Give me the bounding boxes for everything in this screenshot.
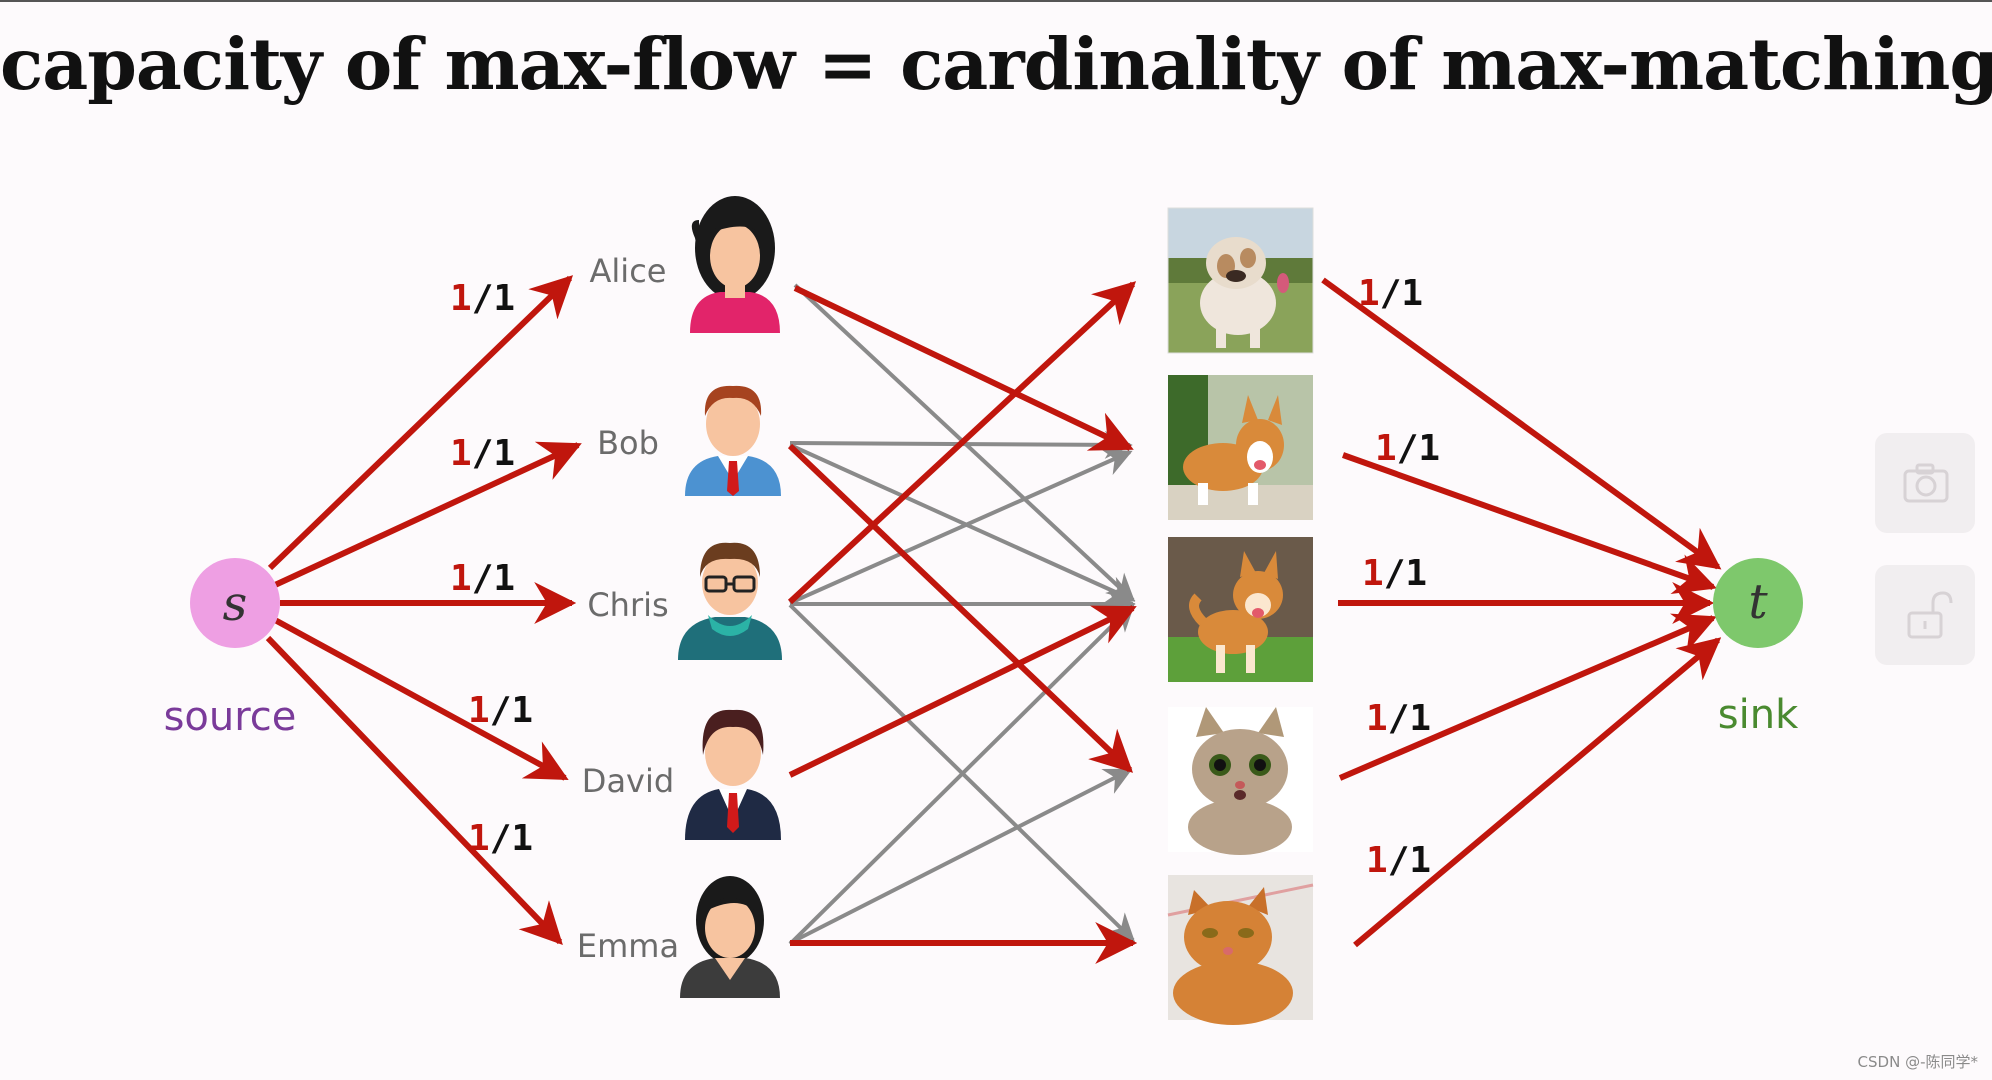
source-label: source bbox=[164, 694, 297, 740]
person-label-bob: Bob bbox=[597, 424, 659, 462]
flow-label-cat-t: 1/1 bbox=[1366, 698, 1431, 739]
flow-label-s-alice: 1/1 bbox=[450, 278, 515, 319]
edge-alice-corgi bbox=[795, 288, 1130, 448]
pet-photo-bulldog bbox=[1168, 208, 1313, 353]
edge-bob-shiba bbox=[790, 445, 1133, 600]
flow-label-s-emma: 1/1 bbox=[468, 818, 533, 859]
pet-photo-cat bbox=[1168, 707, 1313, 855]
edge-s-emma bbox=[268, 638, 560, 942]
pet-photo-shiba bbox=[1168, 537, 1313, 682]
pet-photo-orange-cat bbox=[1168, 875, 1313, 1025]
camera-icon bbox=[1875, 433, 1975, 533]
edge-s-alice bbox=[270, 278, 570, 568]
screenshot-button[interactable] bbox=[1875, 433, 1975, 533]
david-avatar-icon bbox=[685, 710, 781, 840]
person-label-david: David bbox=[582, 762, 674, 800]
source-symbol: s bbox=[223, 576, 248, 632]
bob-avatar-icon bbox=[685, 386, 781, 496]
flow-label-bulldog-t: 1/1 bbox=[1358, 273, 1423, 314]
person-label-chris: Chris bbox=[587, 586, 668, 624]
watermark-text: CSDN @-陈同学* bbox=[1858, 1051, 1978, 1072]
flow-label-s-bob: 1/1 bbox=[450, 433, 515, 474]
chris-avatar-icon bbox=[678, 543, 782, 660]
unlock-icon bbox=[1875, 565, 1975, 665]
pet-photo-corgi bbox=[1168, 375, 1313, 520]
emma-avatar-icon bbox=[680, 876, 780, 998]
person-label-emma: Emma bbox=[577, 927, 679, 965]
sink-node: t bbox=[1713, 558, 1803, 648]
flow-label-s-david: 1/1 bbox=[468, 690, 533, 731]
flow-label-s-chris: 1/1 bbox=[450, 558, 515, 599]
edge-orangecat-t bbox=[1355, 640, 1718, 945]
edge-s-bob bbox=[275, 445, 578, 585]
edge-chris-corgi bbox=[790, 452, 1130, 603]
flow-label-corgi-t: 1/1 bbox=[1375, 428, 1440, 469]
edge-david-shiba bbox=[790, 608, 1133, 775]
sink-symbol: t bbox=[1748, 574, 1768, 630]
person-label-alice: Alice bbox=[590, 252, 667, 290]
unlock-button[interactable] bbox=[1875, 565, 1975, 665]
sink-label: sink bbox=[1718, 692, 1799, 738]
edge-emma-cat bbox=[790, 770, 1130, 943]
edge-bulldog-t bbox=[1323, 280, 1718, 567]
flow-label-orangecat-t: 1/1 bbox=[1366, 840, 1431, 881]
alice-avatar-icon bbox=[690, 196, 780, 333]
source-node: s bbox=[190, 558, 280, 648]
flow-label-shiba-t: 1/1 bbox=[1362, 553, 1427, 594]
edge-bob-cat bbox=[790, 446, 1130, 770]
